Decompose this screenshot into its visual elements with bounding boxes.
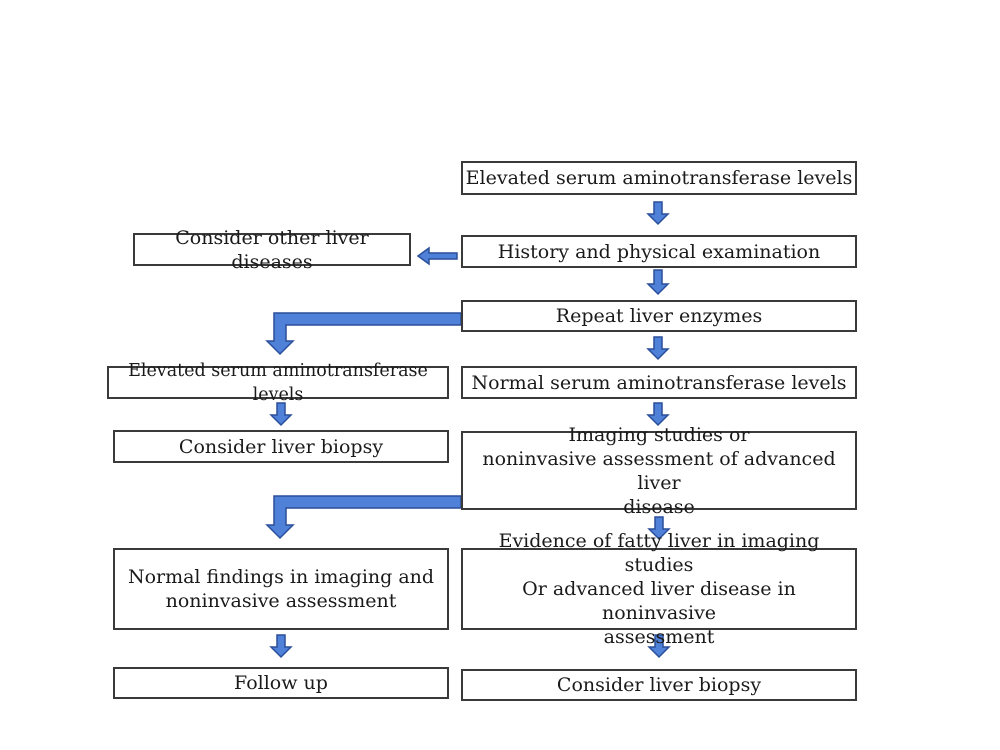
arrow-down-3 [646, 336, 670, 361]
box-imaging-line3: disease [623, 495, 695, 518]
arrow-elbow-repeat [265, 312, 462, 356]
box-imaging-line2: noninvasive assessment of advanced liver [482, 447, 836, 494]
arrow-down-4 [646, 402, 670, 427]
arrow-down-2 [646, 269, 670, 296]
box-other-diseases-label: Consider other liver diseases [175, 226, 369, 273]
box-history-exam: History and physical examination [461, 235, 857, 268]
box-evidence-line2: Or advanced liver disease in noninvasive [522, 578, 796, 624]
box-evidence-line1: Evidence of fatty liver in imaging studi… [498, 530, 820, 576]
arrow-elbow-imaging [265, 495, 462, 540]
box-evidence: Evidence of fatty liver in imaging studi… [461, 530, 857, 648]
box-normal-levels-label: Normal serum aminotransferase levels [471, 371, 847, 394]
box-evidence-line3: assessment [603, 626, 715, 648]
box-other-diseases: Consider other liver diseases [133, 227, 411, 273]
box-normal-findings-line2: noninvasive assessment [165, 590, 397, 612]
box-repeat-enzymes: Repeat liver enzymes [461, 300, 857, 332]
arrow-down-7 [269, 402, 293, 427]
box-imaging: Imaging studies or noninvasive assessmen… [461, 424, 857, 518]
box-elevated-repeat-label: Elevated serum aminotransferase levels [128, 360, 428, 405]
box-imaging-line1: Imaging studies or [568, 423, 750, 446]
arrow-down-6 [647, 634, 671, 659]
box-repeat-enzymes-label: Repeat liver enzymes [555, 305, 763, 327]
box-elevated-initial-label: Elevated serum aminotransferase levels [465, 167, 853, 189]
box-follow-up-label: Follow up [234, 672, 328, 694]
arrow-down-5 [647, 516, 671, 541]
box-normal-findings-line1: Normal findings in imaging and [127, 566, 435, 588]
arrow-down-8 [269, 634, 293, 659]
box-biopsy-right-label: Consider liver biopsy [556, 674, 762, 696]
box-biopsy-left: Consider liver biopsy [113, 430, 449, 463]
box-normal-findings: Normal findings in imaging and noninvasi… [113, 548, 449, 630]
box-elevated-repeat: Elevated serum aminotransferase levels [107, 361, 449, 405]
box-follow-up: Follow up [113, 667, 449, 699]
box-normal-levels: Normal serum aminotransferase levels [461, 366, 857, 399]
box-biopsy-right: Consider liver biopsy [461, 669, 857, 701]
arrow-down-1 [646, 201, 670, 226]
arrow-left-other [416, 246, 458, 266]
box-biopsy-left-label: Consider liver biopsy [178, 435, 384, 458]
box-history-exam-label: History and physical examination [497, 240, 821, 263]
box-elevated-initial: Elevated serum aminotransferase levels [461, 161, 857, 195]
